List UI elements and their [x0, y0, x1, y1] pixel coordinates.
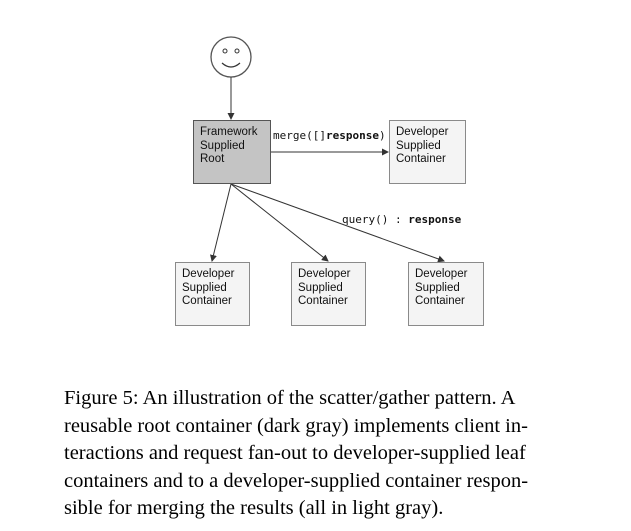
leaf-container-node-2: Developer Supplied Container	[291, 262, 366, 326]
figure-caption: Figure 5: An illustration of the scatter…	[64, 385, 604, 523]
caption-line: teractions and request fan-out to develo…	[64, 442, 526, 464]
leaf-container-node-3: Developer Supplied Container	[408, 262, 484, 326]
merge-label-suffix: )	[378, 129, 386, 142]
node-label-line: Container	[415, 295, 465, 307]
node-label-line: Developer	[415, 268, 468, 280]
merge-label-prefix: merge([]	[273, 129, 326, 142]
node-label-line: Container	[298, 295, 348, 307]
node-label-line: Supplied	[415, 281, 460, 294]
root-to-leaf-2-arrow	[230, 183, 329, 262]
node-label-line: Developer	[182, 268, 235, 280]
root-to-leaf-3-arrow	[230, 183, 445, 263]
framework-root-node: Framework Supplied Root	[193, 120, 271, 184]
diagram-canvas	[210, 36, 445, 263]
merge-edge-label: merge([]response)	[273, 129, 386, 142]
caption-line: containers and to a developer-supplied c…	[64, 469, 529, 492]
node-label-line: Container	[182, 295, 232, 307]
node-label-line: Supplied	[298, 281, 343, 294]
query-edge-label: query() : response	[342, 213, 461, 226]
caption-line: reusable root container (dark gray) impl…	[64, 414, 528, 437]
node-label-line: Framework	[200, 126, 258, 138]
node-label-line: Supplied	[200, 139, 245, 152]
leaf-container-node-1: Developer Supplied Container	[175, 262, 250, 326]
node-label-line: Root	[200, 153, 225, 165]
caption-line: sible for merging the results (all in li…	[64, 497, 444, 519]
root-to-leaf-1-arrow	[210, 183, 232, 262]
merge-container-node: Developer Supplied Container	[389, 120, 466, 184]
smiley-face-icon	[210, 36, 252, 78]
query-label-bold: response	[408, 213, 462, 226]
caption-line: Figure 5: An illustration of the scatter…	[64, 387, 516, 409]
node-label-line: Developer	[298, 268, 351, 280]
query-label-prefix: query() :	[342, 213, 409, 226]
node-label-line: Supplied	[396, 139, 441, 152]
merge-label-bold: response	[325, 129, 379, 142]
node-label-line: Container	[396, 153, 446, 165]
scatter-gather-diagram: Framework Supplied Root Developer Suppli…	[175, 36, 484, 326]
node-label-line: Supplied	[182, 281, 227, 294]
node-label-line: Developer	[396, 126, 449, 138]
